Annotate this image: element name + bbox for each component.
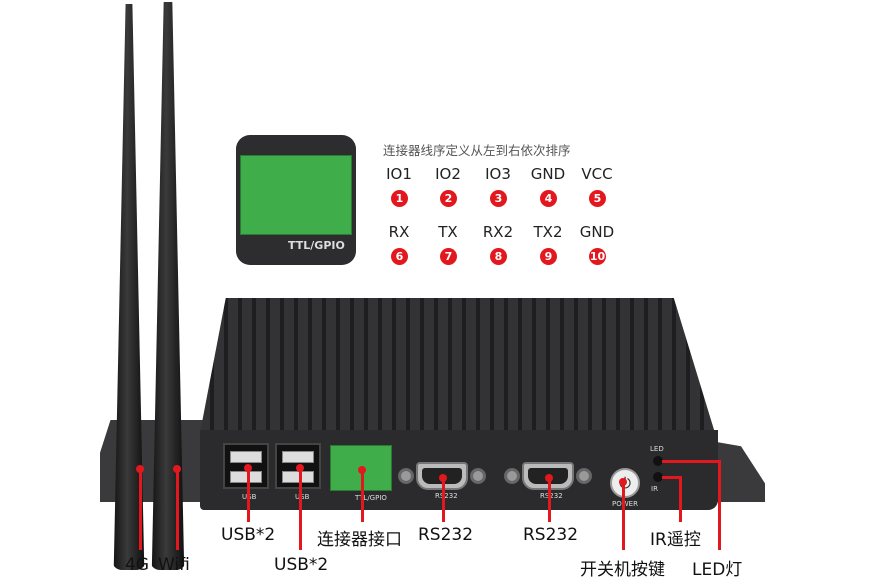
- pin-name: RX: [388, 223, 410, 241]
- callout-usb-1: USB*2: [221, 525, 276, 545]
- usb-port-2[interactable]: [275, 443, 321, 489]
- callout-ir: IR遥控: [650, 530, 701, 550]
- callout-usb-2: USB*2: [274, 555, 329, 575]
- pin-number-badge: 8: [490, 248, 507, 265]
- usb-port-2-label: USB: [295, 493, 310, 501]
- antenna-wifi: [151, 2, 185, 570]
- pin-name: TX2: [533, 223, 563, 241]
- gpio-connector-label: TTL/GPIO: [355, 494, 387, 502]
- pin-number-badge: 2: [440, 190, 457, 207]
- rs232-port-2-label: RS232: [540, 492, 563, 500]
- ir-label: IR: [651, 485, 658, 493]
- pin-number-badge: 1: [391, 190, 408, 207]
- pin-name: GND: [530, 165, 566, 183]
- callout-power: 开关机按键: [580, 560, 665, 580]
- callout-rs232-2: RS232: [523, 525, 579, 545]
- pin-name: IO2: [435, 165, 461, 183]
- pin-number-badge: 9: [540, 248, 557, 265]
- ir-receiver: [653, 472, 663, 482]
- pin-name: TX: [438, 223, 458, 241]
- connector-inset-label: TTL/GPIO: [288, 239, 345, 252]
- pin-number-badge: 7: [440, 248, 457, 265]
- usb-port-1[interactable]: [223, 443, 269, 489]
- pin-number-badge: 3: [490, 190, 507, 207]
- led-label: LED: [650, 445, 664, 453]
- callout-connector: 连接器接口: [317, 530, 402, 550]
- pin-number-badge: 5: [589, 190, 606, 207]
- pin-number-badge: 4: [540, 190, 557, 207]
- led-indicator: [653, 456, 663, 466]
- connector-inset-photo: TTL/GPIO: [236, 135, 356, 265]
- rs232-port-1-label: RS232: [435, 492, 458, 500]
- pin-name: IO1: [386, 165, 412, 183]
- device-heatsink-top: [200, 298, 715, 433]
- pin-name: IO3: [485, 165, 511, 183]
- callout-rs232-1: RS232: [418, 525, 474, 545]
- connector-inset-title: 连接器线序定义从左到右依次排序: [383, 143, 571, 158]
- callout-wifi: Wifi: [158, 555, 190, 575]
- pin-number-badge: 6: [391, 248, 408, 265]
- pin-name: GND: [579, 223, 615, 241]
- callout-4g: 4G: [125, 555, 149, 575]
- pin-name: RX2: [482, 223, 514, 241]
- pin-name: VCC: [581, 165, 613, 183]
- callout-led: LED灯: [692, 560, 743, 580]
- pin-number-badge: 10: [589, 248, 606, 265]
